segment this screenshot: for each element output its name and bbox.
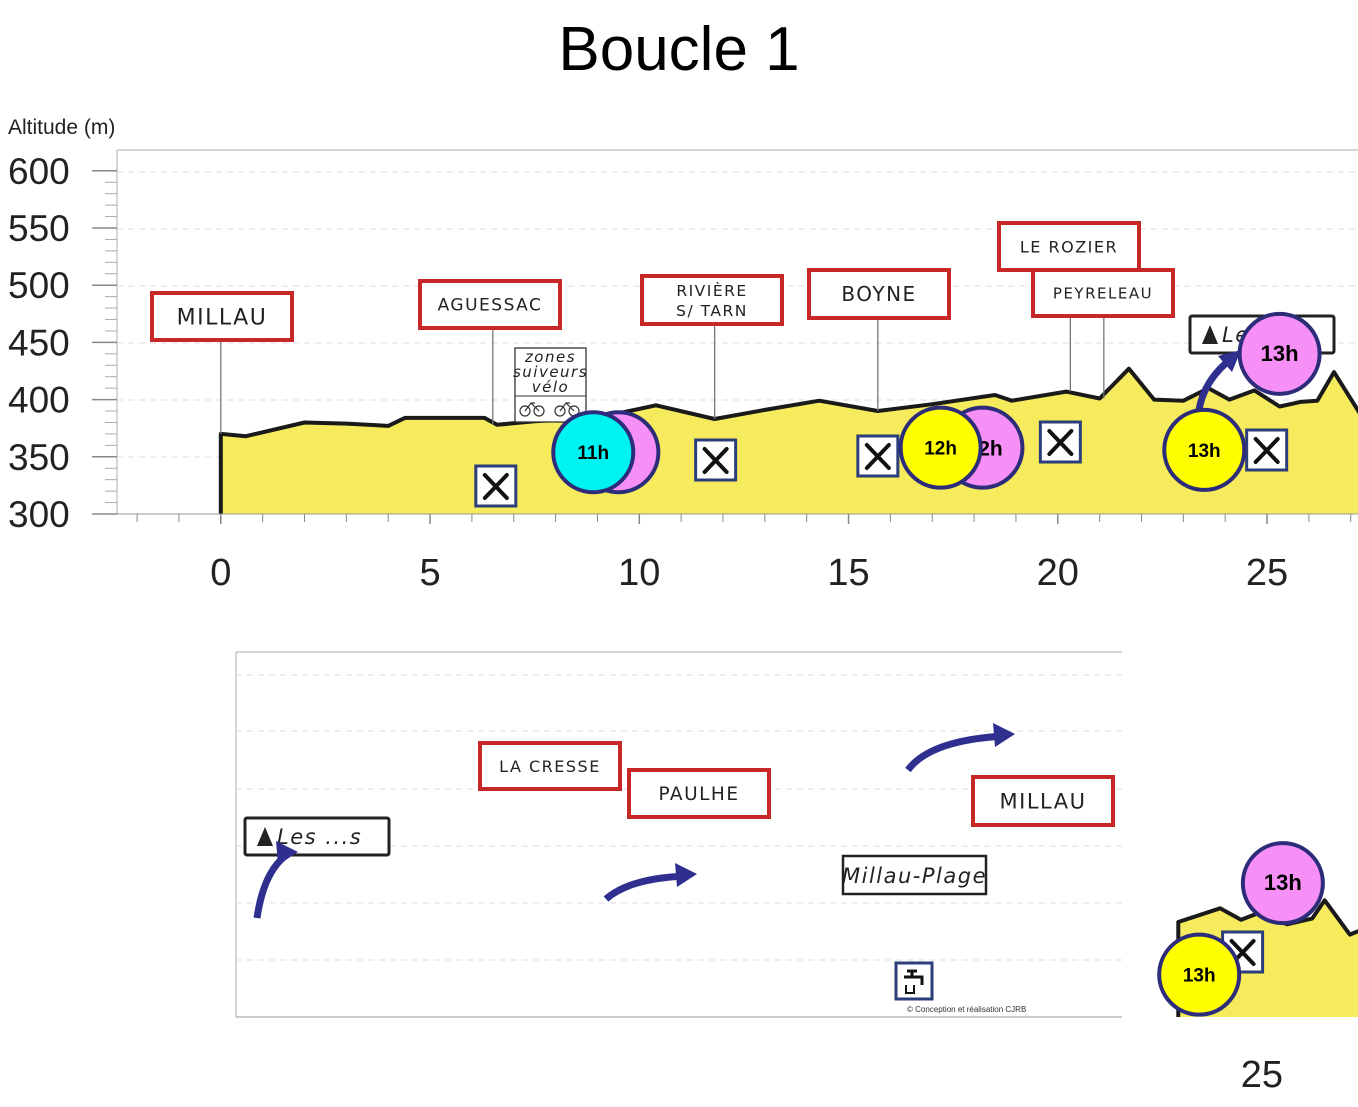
tap-shape [904,969,924,985]
time-bubble-label: 13h [1183,966,1216,987]
fork-knife [864,443,891,470]
y-tick-label: 500 [8,265,70,306]
time-bubble-label: 11h [577,443,609,464]
fork-knife [1047,429,1074,456]
time-arrow [253,851,291,919]
time-bubble-label: 13h [1264,870,1302,895]
glass-shape [905,985,915,994]
x-tick-label: 10 [618,552,660,594]
place-name: MILLAU [177,305,268,330]
water-tap-icon [894,961,934,1001]
bicycle-icon [519,402,545,417]
zones-suiveurs-text: vélo [532,378,569,396]
zones-suiveurs-text: zones [524,348,576,366]
place-name: PAULHE [658,784,739,805]
time-bubble [1240,841,1325,926]
tent-icon [1202,325,1218,344]
chart-panel-1: 300 350 400 450 500 550 600 0 5 10 15 20 25 MILLAU AGU… [8,149,1358,594]
fork-knife [702,447,729,474]
y-tick-label: 600 [8,151,70,192]
credit-text: © Conception et réalisation CJRB [907,1005,1026,1014]
zones-suiveurs-text: suiveurs [513,363,588,381]
arrow-head [993,723,1015,747]
arrow-head [675,863,697,887]
y-tick-label: 300 [8,494,70,535]
time-bubble-label: 13h [1188,441,1221,462]
time-bubble [1237,311,1322,396]
bicycle-wheel [519,405,531,417]
arrow-head [1218,350,1241,372]
bicycle-wheel [533,405,545,417]
x-tick-label: 15 [827,552,869,594]
place-name: PEYRELEAU [1053,284,1153,302]
bicycle-frame [524,402,540,412]
time-bubble [898,405,983,490]
place-sign [627,768,771,819]
restaurant-icon [1245,428,1289,472]
time-bubble-label: 12h [924,439,957,460]
tent-icon [257,827,273,846]
icon-frame [694,438,738,482]
x-tick-label: 25 [1241,1054,1283,1096]
place-name: LA CRESSE [499,757,601,776]
time-bubble [1162,407,1247,492]
x-tick-label: 25 [1246,552,1288,594]
bicycle-frame [559,402,575,412]
arrow-head [276,841,298,865]
place-name: AGUESSAC [438,296,543,316]
restaurant-icon [1038,420,1082,464]
y-tick-label: 450 [8,322,70,363]
bicycle-wheel [554,405,566,417]
fork-knife [1253,437,1280,464]
place-name: S/ TARN [676,302,748,320]
y-axis-title: Altitude (m) [8,116,116,139]
time-bubble [551,410,636,495]
place-sign [478,741,622,791]
place-sign [807,268,951,320]
camping-name: Les ...s [277,825,362,849]
place-name: RIVIÈRE [676,281,747,300]
restaurant-icon [474,464,518,508]
restaurant-icon [694,438,738,482]
place-sign [418,279,562,330]
plage-sign [841,854,988,896]
x-tick-label: 20 [1037,552,1079,594]
place-sign [640,274,784,326]
y-tick-label: 350 [8,437,70,478]
y-tick-label: 550 [8,208,70,249]
fork-knife [482,473,509,500]
time-arrow [905,732,1006,773]
place-name: MILLAU [1000,790,1087,814]
place-sign [971,775,1115,827]
chart-title: Boucle 1 [558,15,800,84]
place-name: LE ROZIER [1020,237,1118,256]
plage-name: Millau-Plage [842,864,987,888]
time-bubble [1157,932,1242,1017]
y-tick-label: 400 [8,380,70,421]
place-name: BOYNE [841,282,916,306]
x-tick-label: 0 [210,552,231,594]
zones-suiveurs-sign [514,347,587,423]
x-tick-label: 5 [419,552,440,594]
place-sign [1031,268,1175,318]
time-arrow [603,872,688,902]
place-sign [150,291,294,342]
restaurant-icon [856,434,900,478]
time-bubble-label: 13h [1261,341,1299,366]
time-bubble-label: 2h [978,438,1003,461]
